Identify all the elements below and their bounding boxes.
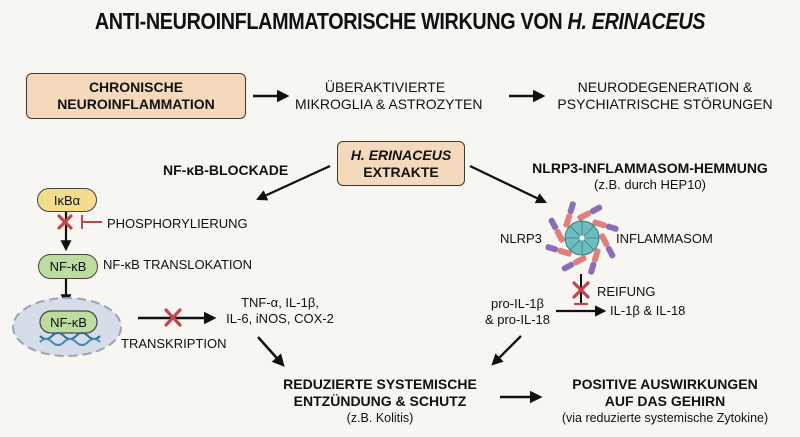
inflammasome-core-segment	[569, 225, 583, 239]
maturation-block-x-icon	[572, 281, 590, 299]
arrow-extract-to-nlrp3	[469, 165, 547, 204]
diagram-title: ANTI-NEUROINFLAMMATORISCHE WIRKUNG VON H…	[56, 8, 744, 35]
extract-label: EXTRAKTE	[363, 163, 439, 180]
extract-species: H. ERINACEUS	[350, 146, 452, 163]
inflammasome-core-segment	[581, 237, 595, 251]
maturation-label: REIFUNG	[597, 284, 656, 299]
box-line-2: NEUROINFLAMMATION	[57, 96, 215, 112]
nlrp3-inhibition-subheading: (z.B. durch HEP10)	[594, 177, 706, 192]
result1-note: (z.B. Kolitis)	[346, 411, 414, 425]
nfkb-blockade-heading: NF-κB-BLOCKADE	[163, 162, 289, 178]
pro-cytokines-line-1: pro-IL-1β	[491, 296, 544, 311]
inflammasome-core-segment	[569, 237, 583, 251]
nlrp3-subunit	[548, 217, 565, 243]
overactive-glia-text: ÜBERAKTIVIERTE MIKROGLIA & ASTROZYTEN	[295, 79, 483, 113]
inflammasome-core-segment	[581, 225, 595, 239]
step2-line-1: ÜBERAKTIVIERTE	[324, 79, 446, 95]
arrow-pro-cytokines-to-result	[491, 335, 522, 366]
result2-note: (via reduzierte systemische Zytokine)	[561, 411, 769, 425]
title-species: H. ERINACEUS	[567, 8, 706, 34]
nlrp3-subunit	[561, 255, 587, 272]
chronic-neuroinflammation-box: CHRONISCHE NEUROINFLAMMATION	[26, 73, 246, 119]
nlrp3-subunit	[563, 201, 576, 228]
box-line-1: CHRONISCHE	[88, 79, 184, 95]
cytokines-line-2: IL-6, iNOS, COX-2	[226, 311, 334, 326]
inflammasome-icon	[545, 201, 619, 275]
pro-cytokines: pro-IL-1β & pro-IL-18	[470, 296, 565, 328]
title-prefix: ANTI-NEUROINFLAMMATORISCHE WIRKUNG VON	[94, 8, 568, 34]
ikba-label: IκBα	[53, 192, 81, 208]
ikba-molecule: IκBα	[37, 188, 97, 212]
cytokines-line-1: TNF-α, IL-1β,	[241, 295, 319, 310]
nfkb-label: NF-κB	[49, 259, 87, 274]
nlrp3-inhibition-heading-block: NLRP3-INFLAMMASOM-HEMMUNG (z.B. durch HE…	[520, 160, 780, 192]
proinflammatory-cytokines: TNF-α, IL-1β, IL-6, iNOS, COX-2	[220, 295, 340, 327]
result2-line-2: AUF DAS GEHIRN	[604, 393, 726, 409]
nlrp3-subunit	[545, 244, 572, 257]
nfkb-molecule: NF-κB	[38, 254, 98, 279]
step3-line-1: NEURODEGENERATION &	[577, 79, 753, 95]
nlrp3-subunit	[592, 219, 619, 232]
result2-line-1: POSITIVE AUSWIRKUNGEN	[572, 376, 758, 392]
mature-cytokines: IL-1β & IL-18	[610, 303, 686, 318]
transcription-block-x-icon	[164, 308, 182, 327]
reduced-systemic-inflammation: REDUZIERTE SYSTEMISCHE ENTZÜNDUNG & SCHU…	[280, 376, 480, 426]
inflammasome-label: INFLAMMASOM	[616, 231, 713, 246]
result1-line-2: ENTZÜNDUNG & SCHUTZ	[293, 393, 467, 409]
inhibition-bar-icon	[81, 215, 102, 229]
result1-line-1: REDUZIERTE SYSTEMISCHE	[283, 376, 477, 392]
nlrp3-inhibition-heading: NLRP3-INFLAMMASOM-HEMMUNG	[532, 160, 768, 176]
step3-line-2: PSYCHIATRISCHE STÖRUNGEN	[557, 96, 773, 112]
arrow-cytokines-to-result	[257, 336, 285, 367]
transcription-label: TRANSKRIPTION	[121, 336, 227, 351]
nlrp3-subunit	[588, 248, 601, 275]
nlrp3-label: NLRP3	[500, 231, 542, 246]
step2-line-2: MIKROGLIA & ASTROZYTEN	[295, 96, 483, 112]
arrow-extract-to-nfkb-blockade	[256, 165, 331, 201]
nucleus-nfkb-label: NF-κB	[50, 315, 87, 330]
phosphorylation-label: PHOSPHORYLIERUNG	[107, 216, 248, 231]
nlrp3-subunit	[577, 204, 603, 221]
translocation-label: NF-κB TRANSLOKATION	[103, 257, 253, 272]
nlrp3-subunit	[599, 233, 616, 259]
nucleus-nfkb-molecule	[39, 310, 98, 334]
h-erinaceus-extracts-box: H. ERINACEUS EXTRAKTE	[337, 141, 465, 186]
neurodegeneration-text: NEURODEGENERATION & PSYCHIATRISCHE STÖRU…	[550, 79, 780, 113]
positive-brain-effects: POSITIVE AUSWIRKUNGEN AUF DAS GEHIRN (vi…	[540, 376, 790, 426]
dna-icon	[39, 332, 101, 346]
pro-cytokines-line-2: & pro-IL-18	[484, 312, 551, 327]
block-x-icon	[57, 214, 73, 230]
